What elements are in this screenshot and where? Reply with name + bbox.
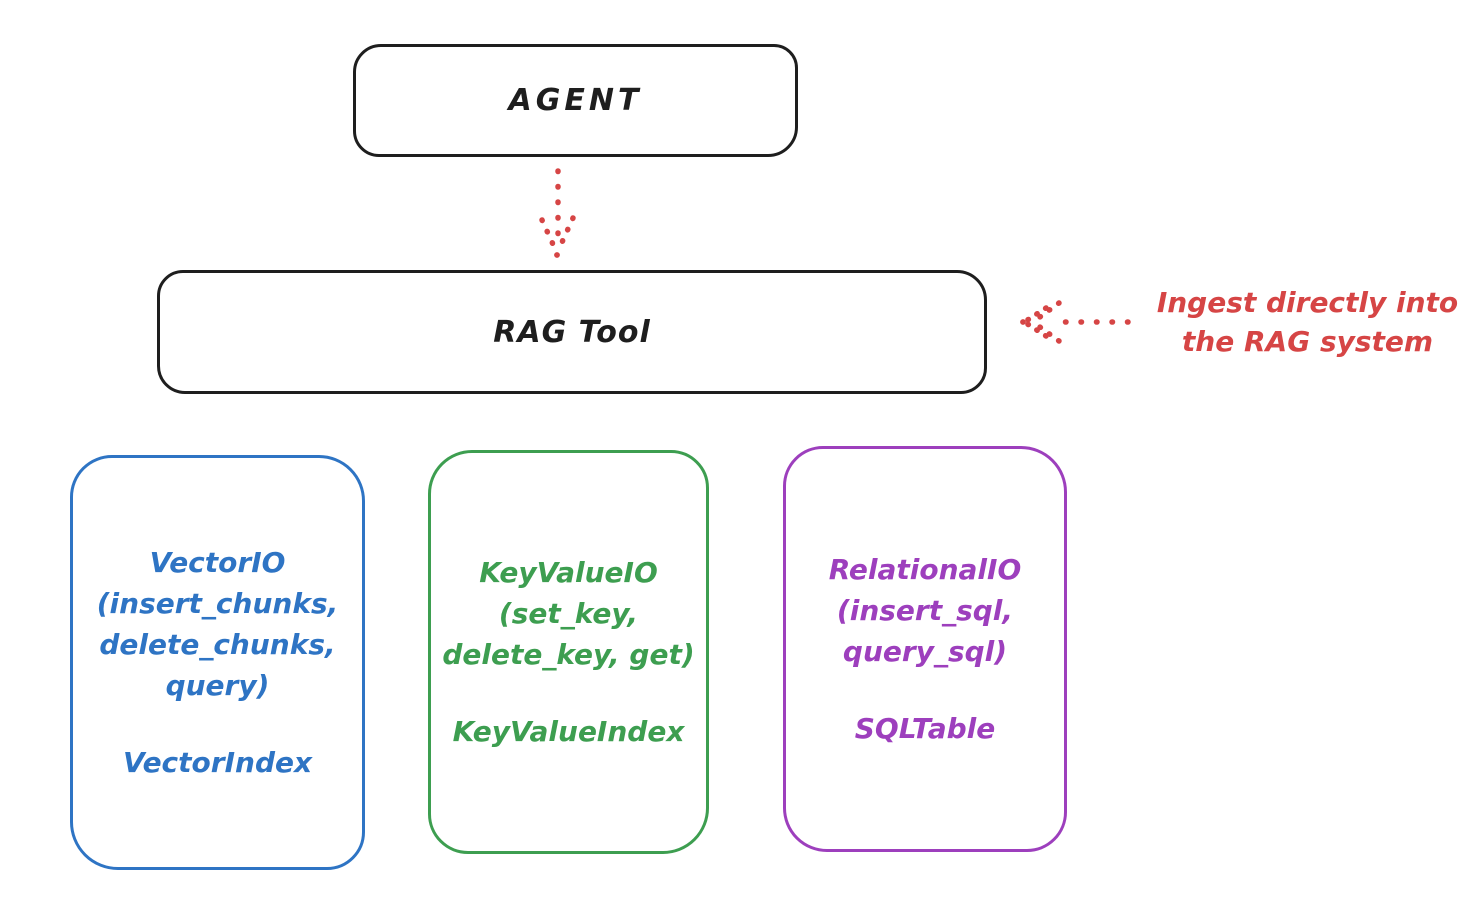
- box-body: RelationalIO (insert_sql, query_sql): [829, 549, 1022, 672]
- box-text-line: RelationalIO: [828, 553, 1022, 586]
- vector-index-label: VectorIndex: [122, 746, 313, 779]
- box-text-line: KeyValueIO: [479, 556, 658, 589]
- sql-table-label: SQLTable: [854, 712, 996, 745]
- box-text-line: (set_key,: [498, 597, 639, 630]
- keyvalueio-box: KeyValueIO (set_key, delete_key, get) Ke…: [428, 450, 709, 854]
- ingest-annotation: Ingest directly into the RAG system: [1135, 283, 1480, 361]
- agent-label: AGENT: [508, 83, 643, 118]
- down-dotted-arrow-icon: [539, 168, 576, 258]
- rag-tool-box: RAG Tool: [157, 270, 987, 394]
- agent-box: AGENT: [353, 44, 798, 157]
- box-text-line: delete_chunks,: [99, 628, 336, 661]
- box-text-line: VectorIO: [149, 546, 286, 579]
- box-text-line: (insert_sql,: [836, 594, 1014, 627]
- annotation-line: Ingest directly into: [1156, 286, 1459, 319]
- keyvalue-index-label: KeyValueIndex: [452, 715, 685, 748]
- box-text-line: query): [165, 669, 270, 702]
- box-text-line: query_sql): [842, 635, 1008, 668]
- box-body: VectorIO (insert_chunks, delete_chunks, …: [97, 542, 339, 706]
- rag-tool-label: RAG Tool: [493, 314, 651, 350]
- relationalio-box: RelationalIO (insert_sql, query_sql) SQL…: [783, 446, 1067, 852]
- box-text-line: delete_key, get): [442, 638, 695, 671]
- box-text-line: (insert_chunks,: [96, 587, 339, 620]
- vectorio-box: VectorIO (insert_chunks, delete_chunks, …: [70, 455, 365, 870]
- annotation-line: the RAG system: [1181, 325, 1434, 358]
- box-body: KeyValueIO (set_key, delete_key, get): [442, 552, 694, 675]
- left-dotted-arrow-icon: [1020, 300, 1131, 344]
